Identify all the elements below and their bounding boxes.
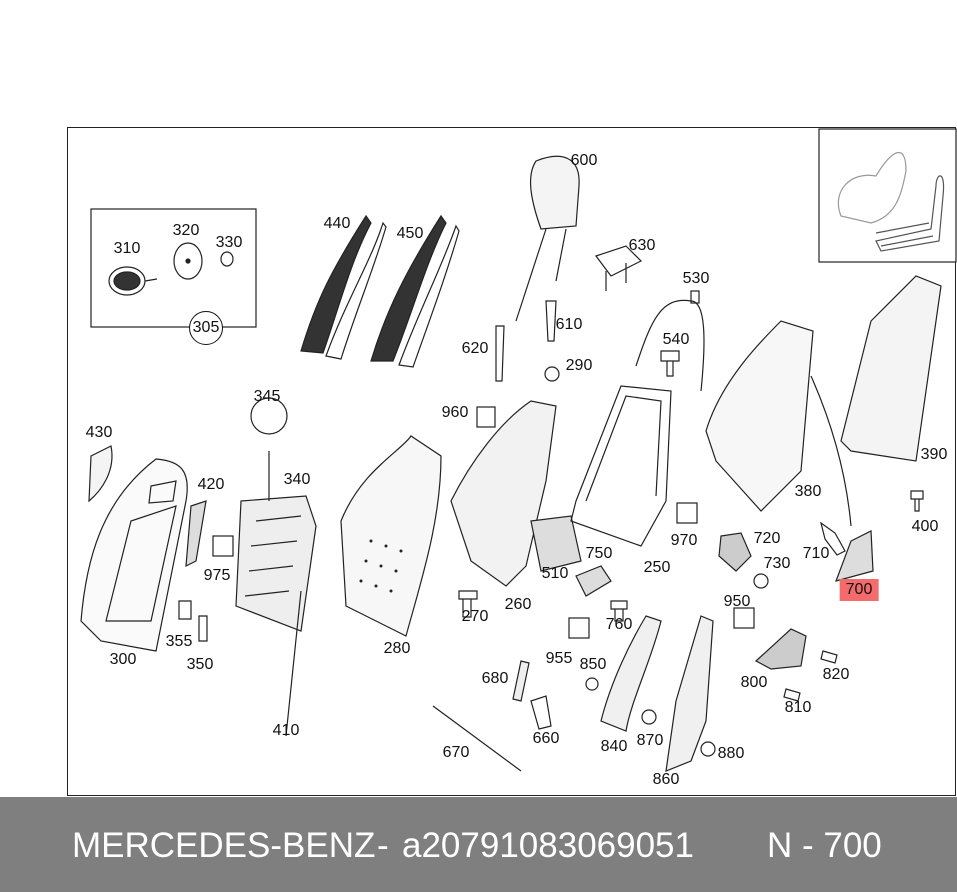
footer-bar: MERCEDES-BENZ - a20791083069051 N - 700: [0, 797, 957, 892]
part-number: a20791083069051: [402, 826, 694, 865]
label-330: 330: [215, 234, 243, 251]
label-850: 850: [579, 656, 607, 673]
bracket-630: [595, 245, 643, 291]
label-530: 530: [682, 270, 710, 287]
position-code: N - 700: [767, 826, 882, 865]
parts-diagram: 310 320 330 305 440 450 600 630 530 610 …: [67, 127, 957, 796]
backrest-panel: [450, 400, 557, 587]
label-440: 440: [323, 215, 351, 232]
label-270: 270: [461, 608, 489, 625]
label-710: 710: [802, 545, 830, 562]
label-630: 630: [628, 237, 656, 254]
label-345: 345: [253, 388, 281, 405]
label-880: 880: [717, 745, 745, 762]
seat-frame: [178, 451, 317, 737]
label-960: 960: [441, 404, 469, 421]
label-340: 340: [283, 471, 311, 488]
switch-800: [754, 628, 807, 670]
label-305: 305: [189, 311, 223, 345]
backrest-cushion: [340, 435, 442, 637]
label-730: 730: [763, 555, 791, 572]
label-450: 450: [396, 225, 424, 242]
backrest-frame: [570, 385, 672, 547]
seat-exploded-view: [80, 128, 957, 772]
label-420: 420: [197, 476, 225, 493]
label-870: 870: [636, 732, 664, 749]
label-280: 280: [383, 640, 411, 657]
label-600: 600: [570, 152, 598, 169]
label-700-highlighted: 700: [839, 579, 879, 601]
seat-thumbnail: [818, 128, 957, 263]
label-260: 260: [504, 596, 532, 613]
label-860: 860: [652, 771, 680, 788]
label-610: 610: [555, 316, 583, 333]
label-975: 975: [203, 567, 231, 584]
trim-860: [665, 615, 714, 772]
clips: [212, 406, 755, 639]
trim-840: [600, 615, 662, 732]
label-355: 355: [165, 633, 193, 650]
label-720: 720: [753, 530, 781, 547]
label-670: 670: [442, 744, 470, 761]
seat-cushion: [80, 445, 207, 652]
headrest-guides: [300, 214, 460, 368]
label-290: 290: [565, 357, 593, 374]
backrest-shell: [705, 320, 814, 512]
label-820: 820: [822, 666, 850, 683]
label-320: 320: [172, 222, 200, 239]
label-430: 430: [85, 424, 113, 441]
label-310: 310: [113, 240, 141, 257]
label-380: 380: [794, 483, 822, 500]
label-970: 970: [670, 532, 698, 549]
label-800: 800: [740, 674, 768, 691]
label-810: 810: [784, 699, 812, 716]
label-840: 840: [600, 738, 628, 755]
label-390: 390: [920, 446, 948, 463]
footer-separator: -: [377, 826, 389, 865]
label-410: 410: [272, 722, 300, 739]
label-760: 760: [605, 616, 633, 633]
emblem-kit-box: [90, 208, 257, 328]
label-955: 955: [545, 650, 573, 667]
label-400: 400: [911, 518, 939, 535]
headrest: [515, 155, 580, 322]
rear-panel: [840, 275, 942, 462]
fasteners: [458, 300, 924, 757]
label-620: 620: [461, 340, 489, 357]
label-510: 510: [541, 565, 569, 582]
label-660: 660: [532, 730, 560, 747]
label-680: 680: [481, 670, 509, 687]
label-350: 350: [186, 656, 214, 673]
label-250: 250: [643, 559, 671, 576]
brand-name: MERCEDES-BENZ: [72, 826, 376, 865]
label-540: 540: [662, 331, 690, 348]
label-300: 300: [109, 651, 137, 668]
label-750: 750: [585, 545, 613, 562]
label-950: 950: [723, 593, 751, 610]
